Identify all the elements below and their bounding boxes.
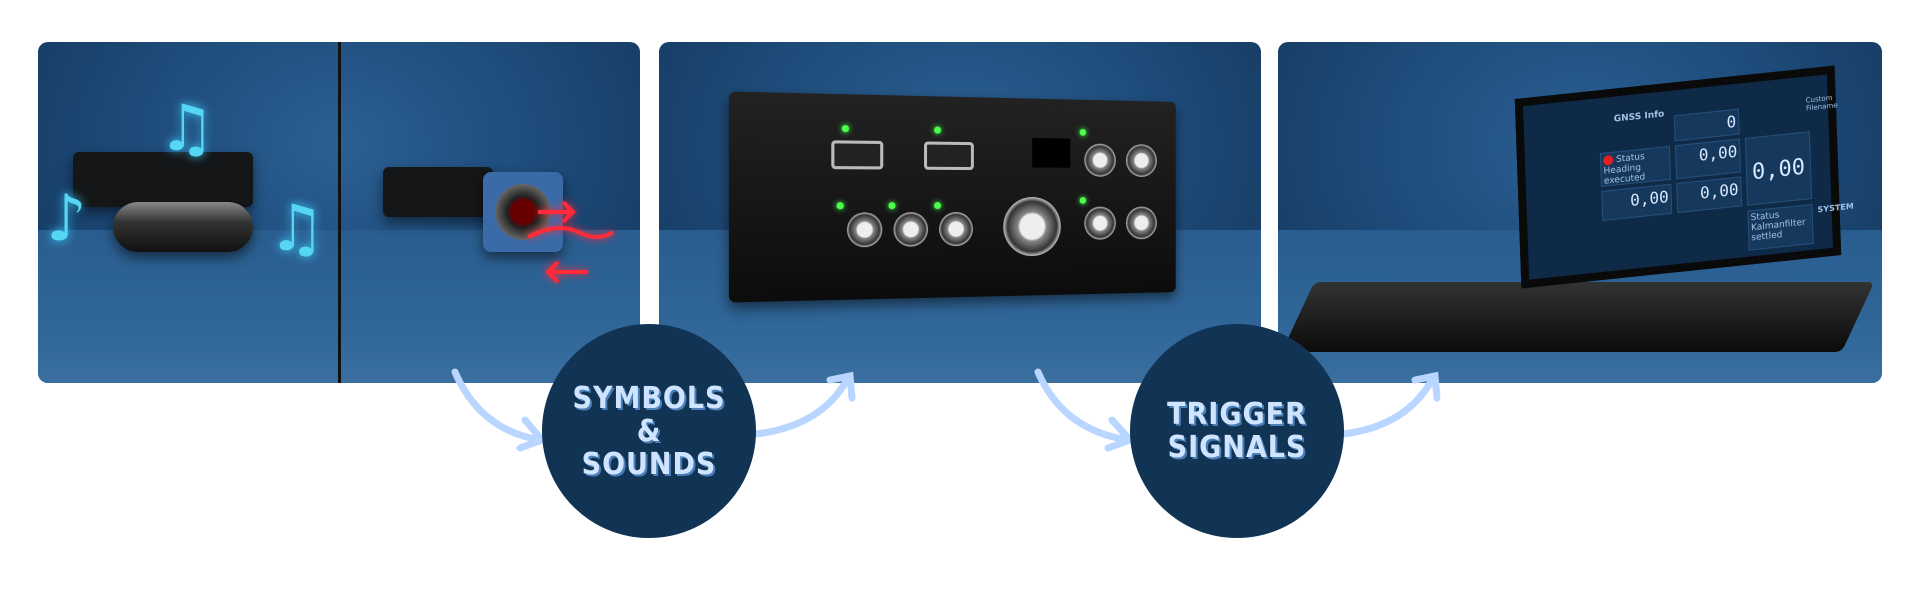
music-note-icon: ♪ — [46, 182, 87, 256]
arrow-icon — [1034, 368, 1132, 444]
arrow-icon — [1329, 374, 1437, 439]
trigger-arrow-icon — [527, 200, 615, 284]
photo-panel-sounds-symbols: ♫ ♪ ♫ — [38, 42, 640, 383]
step-symbols-sounds: SYMBOLS&SOUNDS — [542, 324, 756, 538]
microphone-image — [113, 202, 253, 252]
arrow-icon — [451, 368, 544, 444]
divider — [338, 42, 341, 383]
device-image — [73, 152, 253, 207]
music-note-icon: ♫ — [268, 192, 326, 266]
arrow-icon — [741, 374, 852, 439]
photo-panel-laptop: GNSS Info Status Heading executed 0,00 0… — [1278, 42, 1882, 383]
device-image — [383, 167, 493, 217]
music-note-icon: ♫ — [158, 92, 216, 166]
